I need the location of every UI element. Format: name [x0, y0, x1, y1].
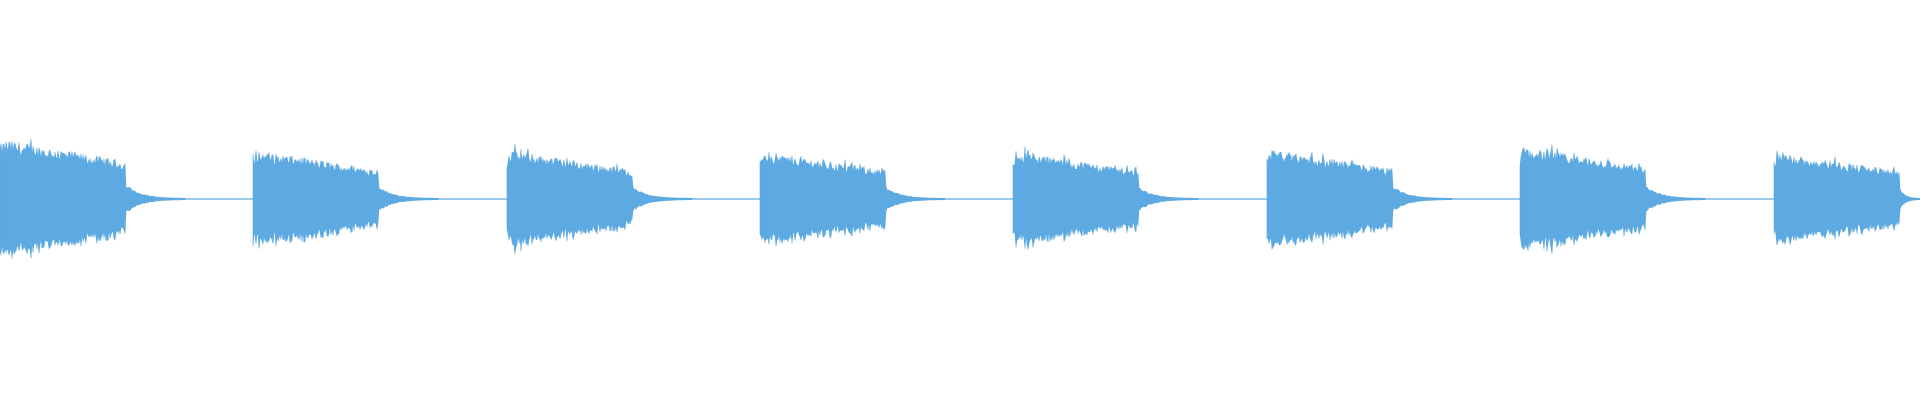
waveform-burst-6 — [1266, 149, 1453, 251]
waveform-burst-3 — [506, 144, 693, 254]
waveform-burst-8 — [1773, 150, 1920, 246]
waveform-burst-1 — [0, 139, 186, 259]
waveform-burst-5 — [1012, 146, 1199, 250]
waveform-burst-4 — [759, 152, 946, 247]
waveform-burst-2 — [252, 150, 439, 249]
waveform-burst-7 — [1519, 144, 1706, 254]
waveform-bursts — [0, 139, 1920, 259]
